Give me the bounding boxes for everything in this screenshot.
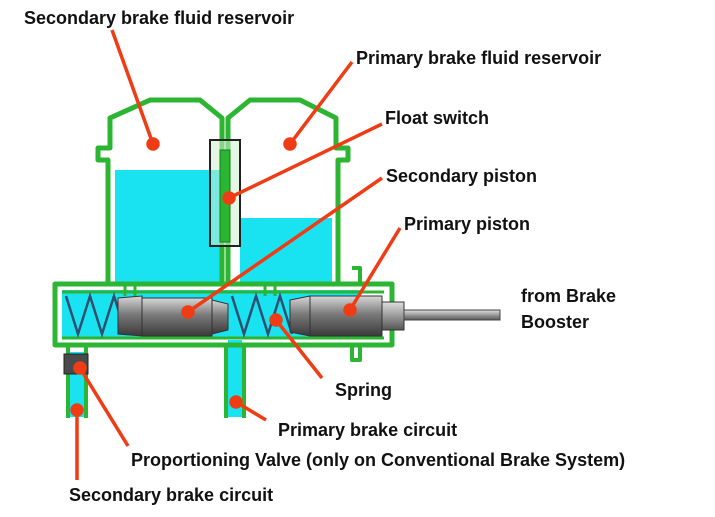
leader-dot-float-switch [222, 191, 236, 205]
labels: Secondary brake fluid reservoir Primary … [24, 8, 625, 505]
primary-spring [230, 291, 294, 339]
springs [64, 291, 294, 339]
label-from-brake: from Brake [521, 286, 616, 306]
secondary-reservoir-fluid [115, 170, 223, 282]
primary-reservoir [225, 97, 351, 282]
label-secondary-circuit: Secondary brake circuit [69, 485, 273, 505]
leader-dot-secondary-reservoir [146, 137, 160, 151]
label-proportioning-valve: Proportioning Valve (only on Conventiona… [131, 450, 625, 470]
label-primary-piston: Primary piston [404, 214, 530, 234]
label-float-switch: Float switch [385, 108, 489, 128]
label-secondary-reservoir: Secondary brake fluid reservoir [24, 8, 294, 28]
push-rod [403, 309, 501, 321]
primary-piston [289, 295, 405, 337]
leader-dot-secondary-piston [181, 305, 195, 319]
leader-dot-primary-circuit [229, 395, 243, 409]
primary-reservoir-fluid [240, 218, 332, 282]
leader-dot-proportioning-valve [73, 361, 87, 375]
leader-lines [70, 29, 402, 480]
leader-dot-secondary-circuit [70, 403, 84, 417]
leader-dot-spring [269, 313, 283, 327]
secondary-reservoir [95, 97, 225, 282]
label-primary-circuit: Primary brake circuit [278, 420, 457, 440]
secondary-piston [117, 295, 229, 337]
cylinder-body [52, 281, 395, 348]
label-primary-reservoir: Primary brake fluid reservoir [356, 48, 601, 68]
leader-dot-primary-piston [343, 303, 357, 317]
label-booster: Booster [521, 312, 589, 332]
secondary-spring [64, 291, 128, 339]
leader-dot-primary-reservoir [283, 137, 297, 151]
label-secondary-piston: Secondary piston [386, 166, 537, 186]
label-spring: Spring [335, 380, 392, 400]
